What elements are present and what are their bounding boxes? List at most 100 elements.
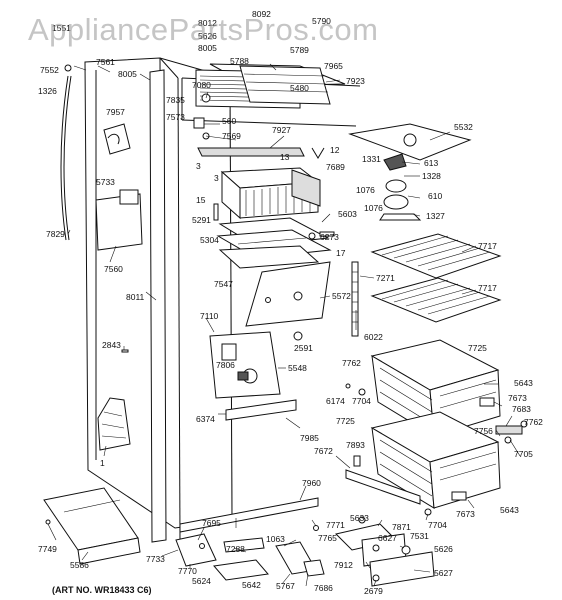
callout-7749: 7749 xyxy=(38,544,57,554)
callout-7717a: 7717 xyxy=(478,241,497,251)
callout-1327: 1327 xyxy=(426,211,445,221)
callout-1328: 1328 xyxy=(422,171,441,181)
callout-8012: 8012 xyxy=(198,18,217,28)
callout-7765: 7765 xyxy=(318,533,337,543)
callout-5790: 5790 xyxy=(312,16,331,26)
callout-7965: 7965 xyxy=(324,61,343,71)
callout-17: 17 xyxy=(336,248,346,258)
callout-5626: 5626 xyxy=(434,544,453,554)
evap-pan xyxy=(216,217,332,269)
callout-5480: 5480 xyxy=(290,83,309,93)
callout-5624: 5624 xyxy=(192,576,211,586)
callout-6627: 6627 xyxy=(378,533,397,543)
callout-560: 560 xyxy=(222,116,236,126)
callout-5788: 5788 xyxy=(230,56,249,66)
callout-7573: 7573 xyxy=(166,112,185,122)
callout-5733: 5733 xyxy=(96,177,115,187)
top-vent-cover xyxy=(195,63,346,109)
callout-7762a: 7762 xyxy=(342,358,361,368)
callout-7672: 7672 xyxy=(314,446,333,456)
callout-7756: 7756 xyxy=(474,426,493,436)
callout-7912: 7912 xyxy=(334,560,353,570)
callout-7770: 7770 xyxy=(178,566,197,576)
lower-rail xyxy=(225,399,297,421)
ice-tray-housing xyxy=(43,487,141,565)
callout-5643b: 5643 xyxy=(500,505,519,515)
callout-3a: 3 xyxy=(196,161,201,171)
callout-7110: 7110 xyxy=(200,311,219,321)
callout-1063: 1063 xyxy=(266,534,285,544)
callout-7704b: 7704 xyxy=(428,520,447,530)
callout-7871: 7871 xyxy=(392,522,411,532)
callout-613: 613 xyxy=(424,158,438,168)
callout-7288: 7288 xyxy=(226,544,245,554)
rollers xyxy=(495,420,528,444)
callout-5767: 5767 xyxy=(276,581,295,591)
left-components xyxy=(95,123,143,451)
ceiling-plate xyxy=(348,123,472,161)
callout-2591: 2591 xyxy=(294,343,313,353)
freezer-bottom xyxy=(179,497,319,533)
lower-brackets xyxy=(175,533,269,581)
lower-right-parts xyxy=(275,523,435,587)
callout-7957: 7957 xyxy=(106,107,125,117)
evaporator-cover-7689 xyxy=(291,169,321,207)
callout-5627: 5627 xyxy=(434,568,453,578)
wire-shelves xyxy=(370,233,502,323)
callout-6174: 6174 xyxy=(326,396,345,406)
callout-8011: 8011 xyxy=(126,292,145,302)
upper-basket xyxy=(370,339,501,437)
evaporator-rail xyxy=(197,147,305,157)
callout-15: 15 xyxy=(196,195,206,205)
callout-7960: 7960 xyxy=(302,478,321,488)
callout-7683: 7683 xyxy=(512,404,531,414)
callout-1326: 1326 xyxy=(38,86,57,96)
callout-7673a: 7673 xyxy=(508,393,527,403)
basket-slide xyxy=(345,469,421,505)
callout-7547: 7547 xyxy=(214,279,233,289)
callout-7561: 7561 xyxy=(96,57,115,67)
callout-7569: 7569 xyxy=(222,131,241,141)
callout-7705: 7705 xyxy=(514,449,533,459)
callout-5603: 5603 xyxy=(338,209,357,219)
callout-13: 13 xyxy=(280,152,290,162)
small-hardware xyxy=(45,64,432,582)
callout-3b: 3 xyxy=(214,173,219,183)
lower-basket xyxy=(370,411,501,509)
callout-1551: 1551 xyxy=(52,23,71,33)
callout-7923: 7923 xyxy=(346,76,365,86)
callout-8005-top: 8005 xyxy=(198,43,217,53)
art-number: (ART NO. WR18433 C6) xyxy=(52,585,152,595)
drain-tube xyxy=(60,75,72,241)
callout-7733: 7733 xyxy=(146,554,165,564)
control-housing xyxy=(209,331,281,399)
callout-7552: 7552 xyxy=(40,65,59,75)
callout-7927: 7927 xyxy=(272,125,291,135)
callout-1: 1 xyxy=(100,458,105,468)
callout-8005: 8005 xyxy=(118,69,137,79)
fan-motor xyxy=(379,153,422,221)
callout-7893: 7893 xyxy=(346,440,365,450)
callout-5626-top: 5626 xyxy=(198,31,217,41)
callout-7717b: 7717 xyxy=(478,283,497,293)
callout-2679: 2679 xyxy=(364,586,383,596)
callout-7725b: 7725 xyxy=(336,416,355,426)
callout-12: 12 xyxy=(330,145,340,155)
callout-5532: 5532 xyxy=(454,122,473,132)
left-trim-strip xyxy=(149,69,167,543)
callout-7673b: 7673 xyxy=(456,509,475,519)
callout-5642: 5642 xyxy=(242,580,261,590)
callout-6022: 6022 xyxy=(364,332,383,342)
callout-7806: 7806 xyxy=(216,360,235,370)
callout-7829: 7829 xyxy=(46,229,65,239)
callout-7695: 7695 xyxy=(202,518,221,528)
callout-7080: 7080 xyxy=(192,80,211,90)
callout-7725a: 7725 xyxy=(468,343,487,353)
callout-5633: 5633 xyxy=(350,513,369,523)
callout-5586: 5586 xyxy=(70,560,89,570)
callout-5304: 5304 xyxy=(200,235,219,245)
callout-1331: 1331 xyxy=(362,154,381,164)
callout-7689: 7689 xyxy=(326,162,345,172)
callout-5548: 5548 xyxy=(288,363,307,373)
